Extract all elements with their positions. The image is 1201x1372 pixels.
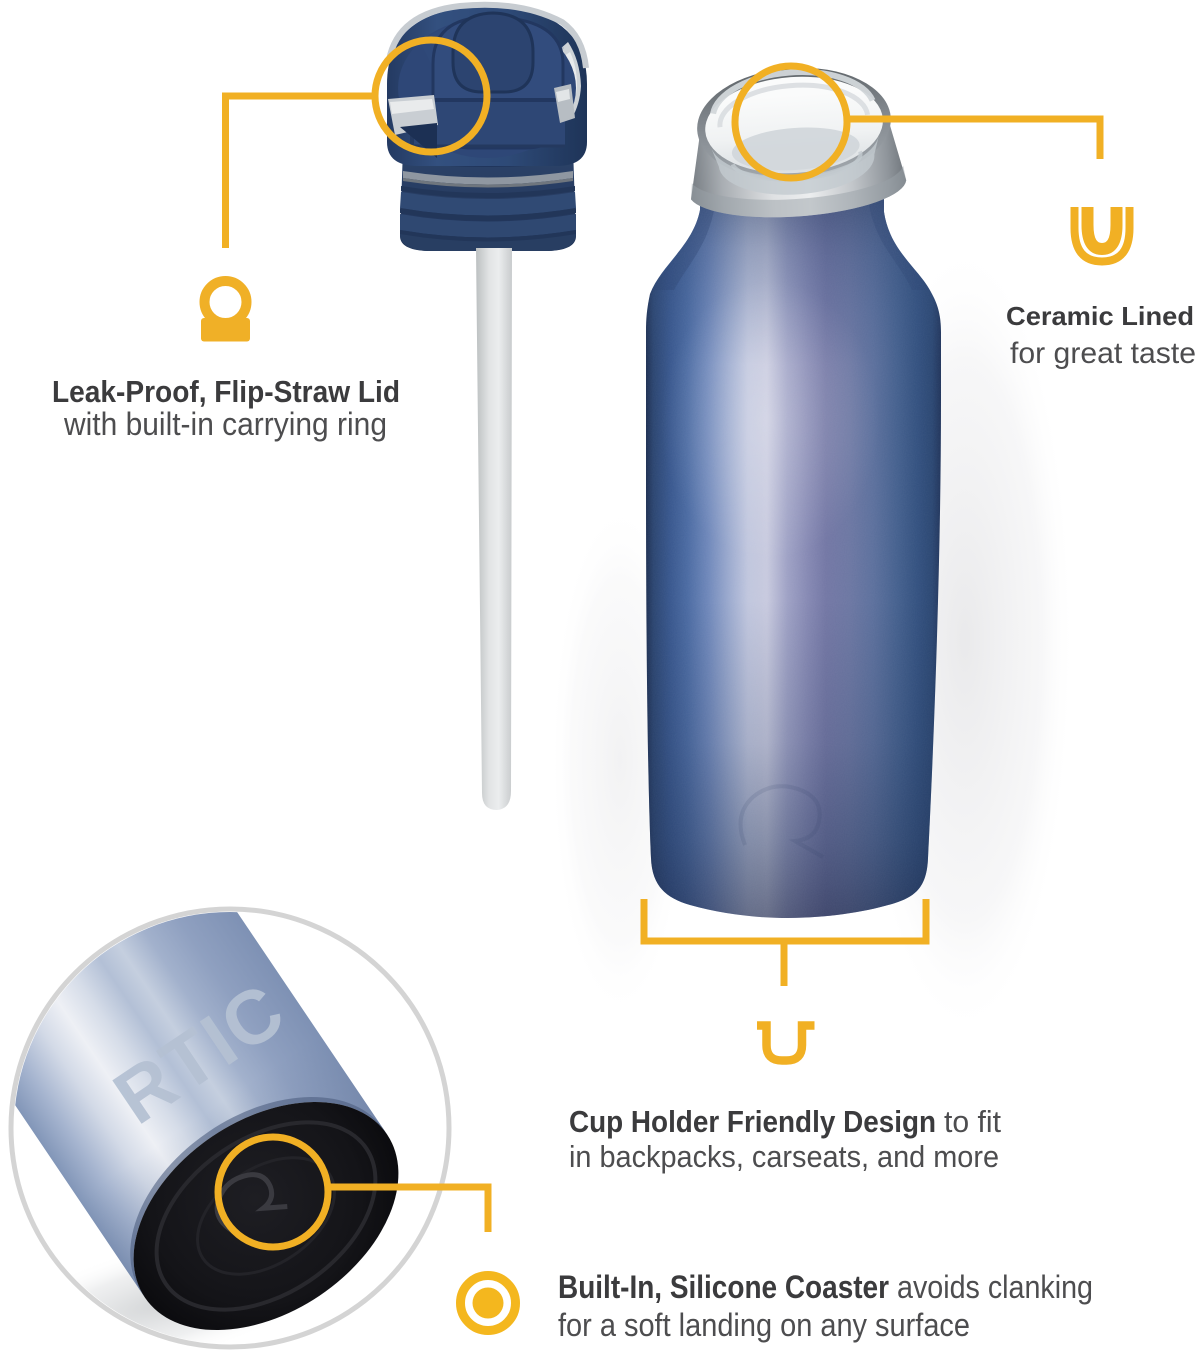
- svg-text:in backpacks, carseats, and mo: in backpacks, carseats, and more: [569, 1139, 999, 1174]
- svg-text:Cup Holder Friendly Design: Cup Holder Friendly Design: [569, 1104, 936, 1139]
- svg-text:for a soft landing on any surf: for a soft landing on any surface: [558, 1307, 970, 1343]
- svg-text:avoids clanking: avoids clanking: [897, 1269, 1093, 1305]
- svg-text:with built-in carrying ring: with built-in carrying ring: [63, 406, 387, 442]
- svg-text:Built-In, Silicone Coaster: Built-In, Silicone Coaster: [558, 1269, 889, 1305]
- svg-text:for great taste: for great taste: [1010, 337, 1196, 370]
- svg-text:to fit: to fit: [944, 1104, 1001, 1139]
- svg-text:Ceramic Lined: Ceramic Lined: [1006, 301, 1194, 331]
- svg-text:Leak-Proof, Flip-Straw Lid: Leak-Proof, Flip-Straw Lid: [52, 374, 400, 409]
